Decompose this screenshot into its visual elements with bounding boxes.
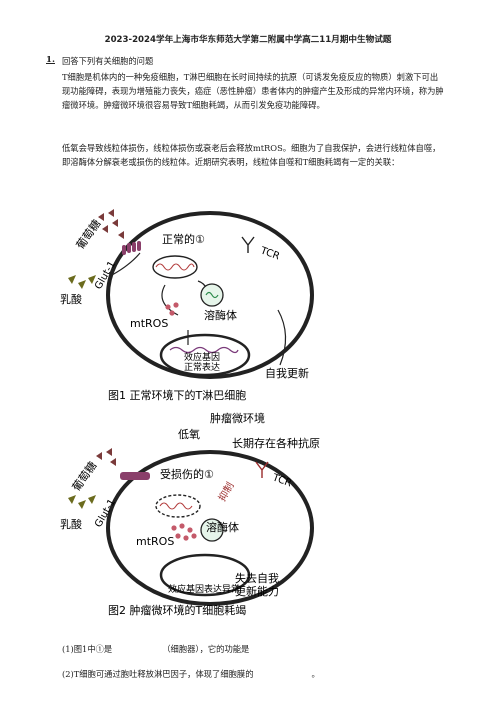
- tcr-label: TCR: [270, 472, 293, 489]
- mtros-label: mtROS: [130, 317, 168, 330]
- nucleus: [159, 553, 251, 597]
- gene-normal-line2: 正常表达: [184, 361, 220, 373]
- damaged-organelle-label: 受损伤的①: [160, 467, 214, 481]
- gene-normal-line1: 效应基因: [184, 351, 220, 363]
- glucose-molecules: [96, 448, 116, 466]
- question-number: 1.: [46, 55, 55, 65]
- lysosome-label: 溶酶体: [206, 520, 239, 534]
- lysosome-icon: [200, 283, 224, 307]
- paragraph-2: 低氧会导致线粒体损伤，线粒体损伤或衰老后会释放mtROS。细胞为了自我保护，会进…: [62, 143, 441, 168]
- figure-1-normal-t-cell: 葡萄糖 Glut-1 正常的① TCR 乳酸 溶酶体 mtROS: [60, 209, 314, 402]
- figure-2-caption: 图2 肿瘤微环境的T细胞耗竭: [108, 603, 246, 617]
- glut1-label: Glut-1: [93, 259, 118, 291]
- damaged-mitochondrion-icon: [155, 494, 201, 518]
- lactate-molecules: [68, 275, 96, 289]
- glut-transporter: [122, 241, 141, 255]
- lactate-label: 乳酸: [60, 292, 82, 306]
- subquestion-1: (1)图1中①是 （细胞器），它的功能是: [62, 643, 249, 655]
- tcr-label: TCR: [258, 245, 281, 262]
- lysosome-label: 溶酶体: [204, 308, 237, 322]
- nucleus: [159, 333, 251, 377]
- paragraph-1: T细胞是机体内的一种免疫细胞，T淋巴细胞在长时间持续的抗原（可诱发免疫反应的物质…: [62, 72, 444, 111]
- mtros-particles: [165, 302, 179, 316]
- antigen-label: 长期存在各种抗原: [232, 436, 320, 450]
- mtros-label: mtROS: [136, 535, 174, 548]
- figure-2-exhausted-t-cell: 肿瘤微环境 低氧 长期存在各种抗原 葡萄糖 Glut-1 受损伤的① 抑制 TC…: [60, 411, 320, 617]
- lactate-molecules: [68, 495, 96, 509]
- gene-abnormal-label: 效应基因表达异常: [168, 583, 240, 595]
- subquestion-1-mid: （细胞器），它的功能是: [162, 644, 250, 654]
- subquestion-2: (2)T细胞可通过胞吐释放淋巴因子，体现了细胞膜的 。: [62, 668, 320, 680]
- dna-strand: [169, 346, 239, 354]
- lose-renew-line2: 更新能力: [235, 584, 279, 598]
- tcr-receptor-icon: [255, 461, 269, 478]
- glucose-molecules: [98, 209, 124, 239]
- glucose-label: 葡萄糖: [69, 459, 99, 494]
- subquestion-1-start: (1)图1中①是: [62, 644, 113, 654]
- self-renew-label: 自我更新: [265, 366, 309, 380]
- subquestion-2-start: (2)T细胞可通过胞吐释放淋巴因子，体现了细胞膜的: [62, 669, 254, 679]
- tcr-receptor-icon: [241, 236, 255, 253]
- glut-transporter: [120, 472, 150, 480]
- cell-membrane: [106, 211, 314, 379]
- normal-organelle-label: 正常的①: [162, 232, 205, 246]
- document-title: 2023-2024学年上海市华东师范大学第二附属中学高二11月期中生物试题: [104, 35, 392, 45]
- mtros-particles: [171, 523, 197, 541]
- lysosome-icon: [200, 518, 224, 542]
- tme-label: 肿瘤微环境: [210, 411, 265, 425]
- cell-membrane: [106, 450, 314, 606]
- hypoxia-label: 低氧: [178, 427, 200, 441]
- question-prompt: 回答下列有关细胞的问题: [62, 56, 154, 66]
- glucose-label: 葡萄糖: [73, 217, 103, 252]
- inhibit-label: 抑制: [215, 480, 236, 504]
- figure-1-caption: 图1 正常环境下的T淋巴细胞: [108, 388, 246, 402]
- lose-renew-line1: 失去自我: [235, 572, 279, 585]
- glut1-label: Glut-1: [93, 497, 118, 529]
- mitochondrion-icon: [152, 255, 198, 279]
- lactate-label: 乳酸: [60, 517, 82, 531]
- subquestion-2-end: 。: [311, 669, 320, 679]
